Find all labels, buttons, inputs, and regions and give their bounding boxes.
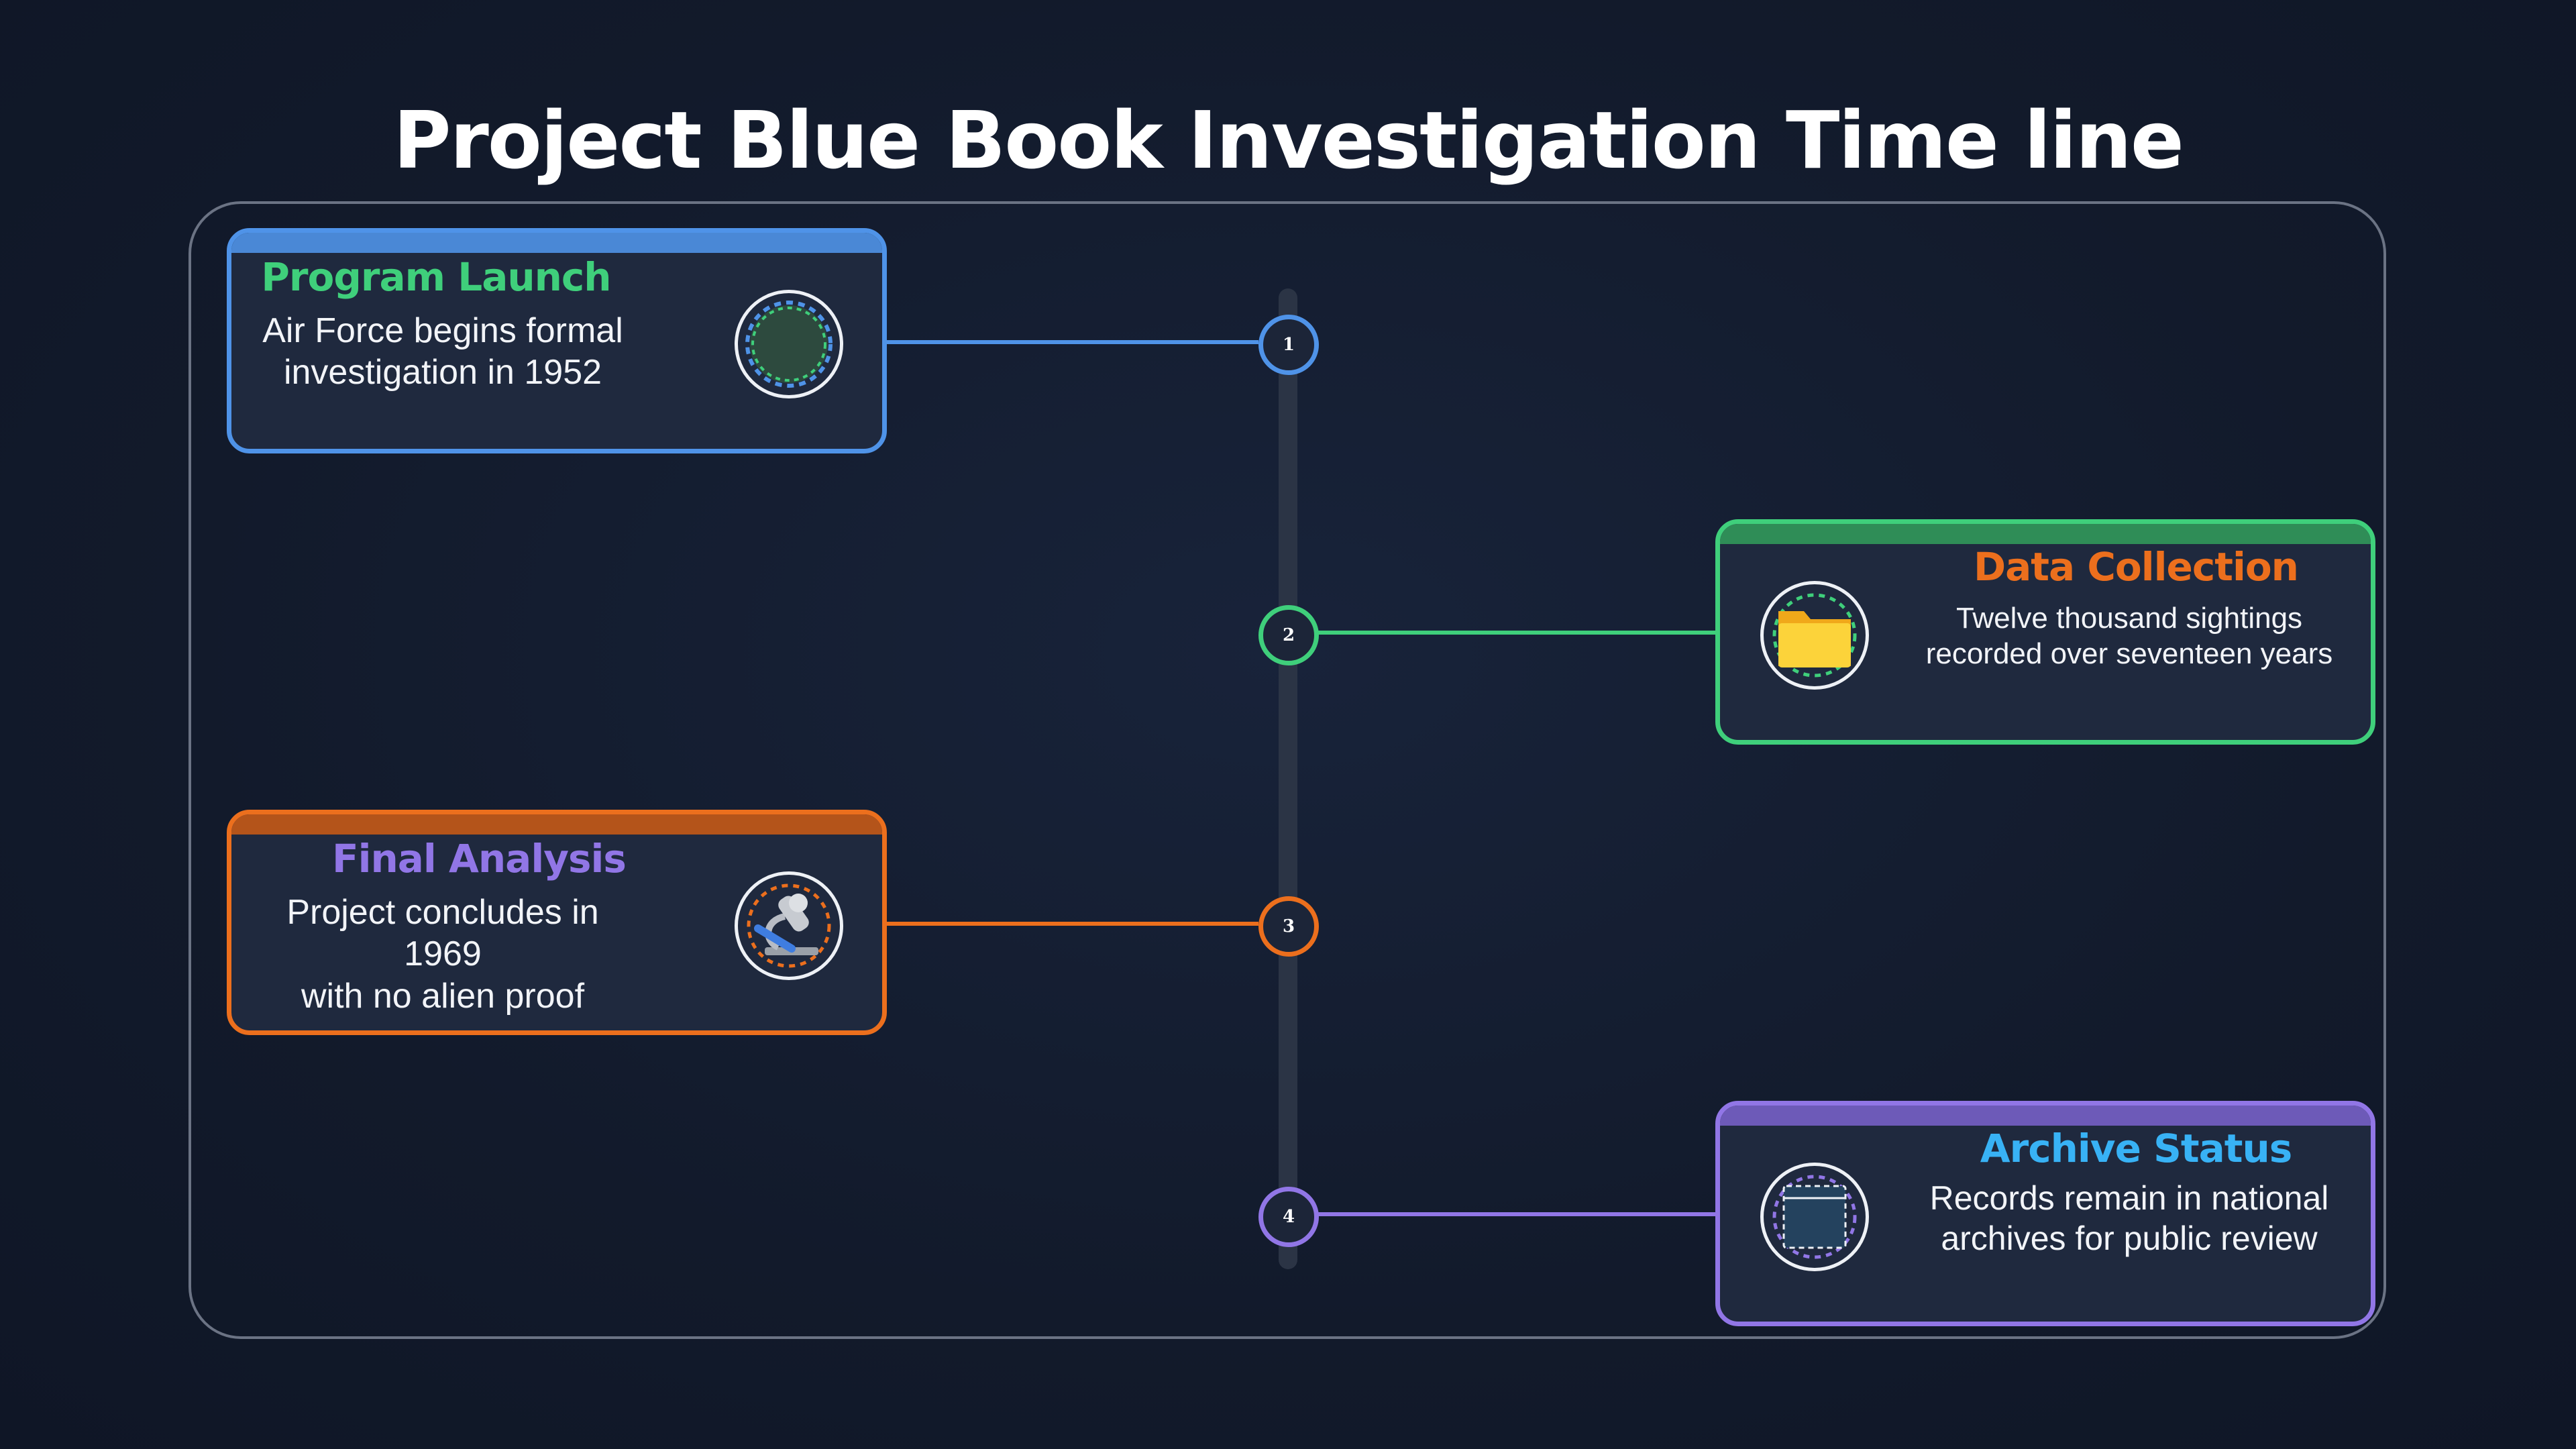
card-header-bar [1720, 524, 2371, 544]
microscope-icon [735, 871, 843, 980]
connector-1 [886, 340, 1258, 344]
event-heading: Program Launch [261, 254, 611, 300]
event-description-line: Twelve thousand sightings [1955, 602, 2303, 635]
event-description-line: archives for public review [1941, 1220, 2318, 1257]
event-heading: Data Collection [1974, 544, 2299, 590]
event-description: Records remain in national archives for … [1915, 1178, 2344, 1258]
card-header-bar [231, 814, 882, 835]
connector-4 [1318, 1212, 1720, 1216]
event-description-line: investigation in 1952 [283, 353, 602, 392]
timeline-spine [1279, 288, 1297, 1269]
step-marker-2: 2 [1258, 605, 1319, 665]
connector-3 [886, 922, 1258, 926]
event-description: Air Force begins formal investigation in… [262, 310, 624, 394]
event-card-final-analysis: Final Analysis Project concludes in 1969… [227, 810, 887, 1035]
event-card-program-launch: Program Launch Air Force begins formal i… [227, 228, 887, 453]
event-heading: Archive Status [1980, 1126, 2293, 1171]
diagram-title: Project Blue Book Investigation Time lin… [393, 94, 2184, 186]
event-description-line: recorded over seventeen years [1925, 637, 2333, 670]
folder-icon [1760, 581, 1869, 690]
card-header-bar [231, 233, 882, 253]
step-marker-4: 4 [1258, 1187, 1319, 1247]
event-description-line: Air Force begins formal [262, 311, 623, 350]
step-marker-3: 3 [1258, 896, 1319, 957]
timeline-frame [189, 201, 2386, 1339]
event-card-data-collection: Data Collection Twelve thousand sighting… [1715, 519, 2375, 745]
connector-2 [1318, 631, 1720, 635]
event-description-line: Records remain in national [1929, 1179, 2329, 1217]
radar-icon [735, 290, 843, 398]
event-description-line: Project concludes in 1969 [286, 893, 599, 974]
event-description: Twelve thousand sightings recorded over … [1915, 601, 2344, 672]
event-card-archive-status: Archive Status Records remain in nationa… [1715, 1101, 2375, 1326]
event-description-line: with no alien proof [301, 976, 585, 1016]
event-heading: Final Analysis [332, 836, 627, 881]
step-marker-1: 1 [1258, 315, 1319, 375]
archive-box-icon [1760, 1163, 1869, 1271]
card-header-bar [1720, 1106, 2371, 1126]
event-description: Project concludes in 1969 with no alien … [248, 892, 637, 1017]
